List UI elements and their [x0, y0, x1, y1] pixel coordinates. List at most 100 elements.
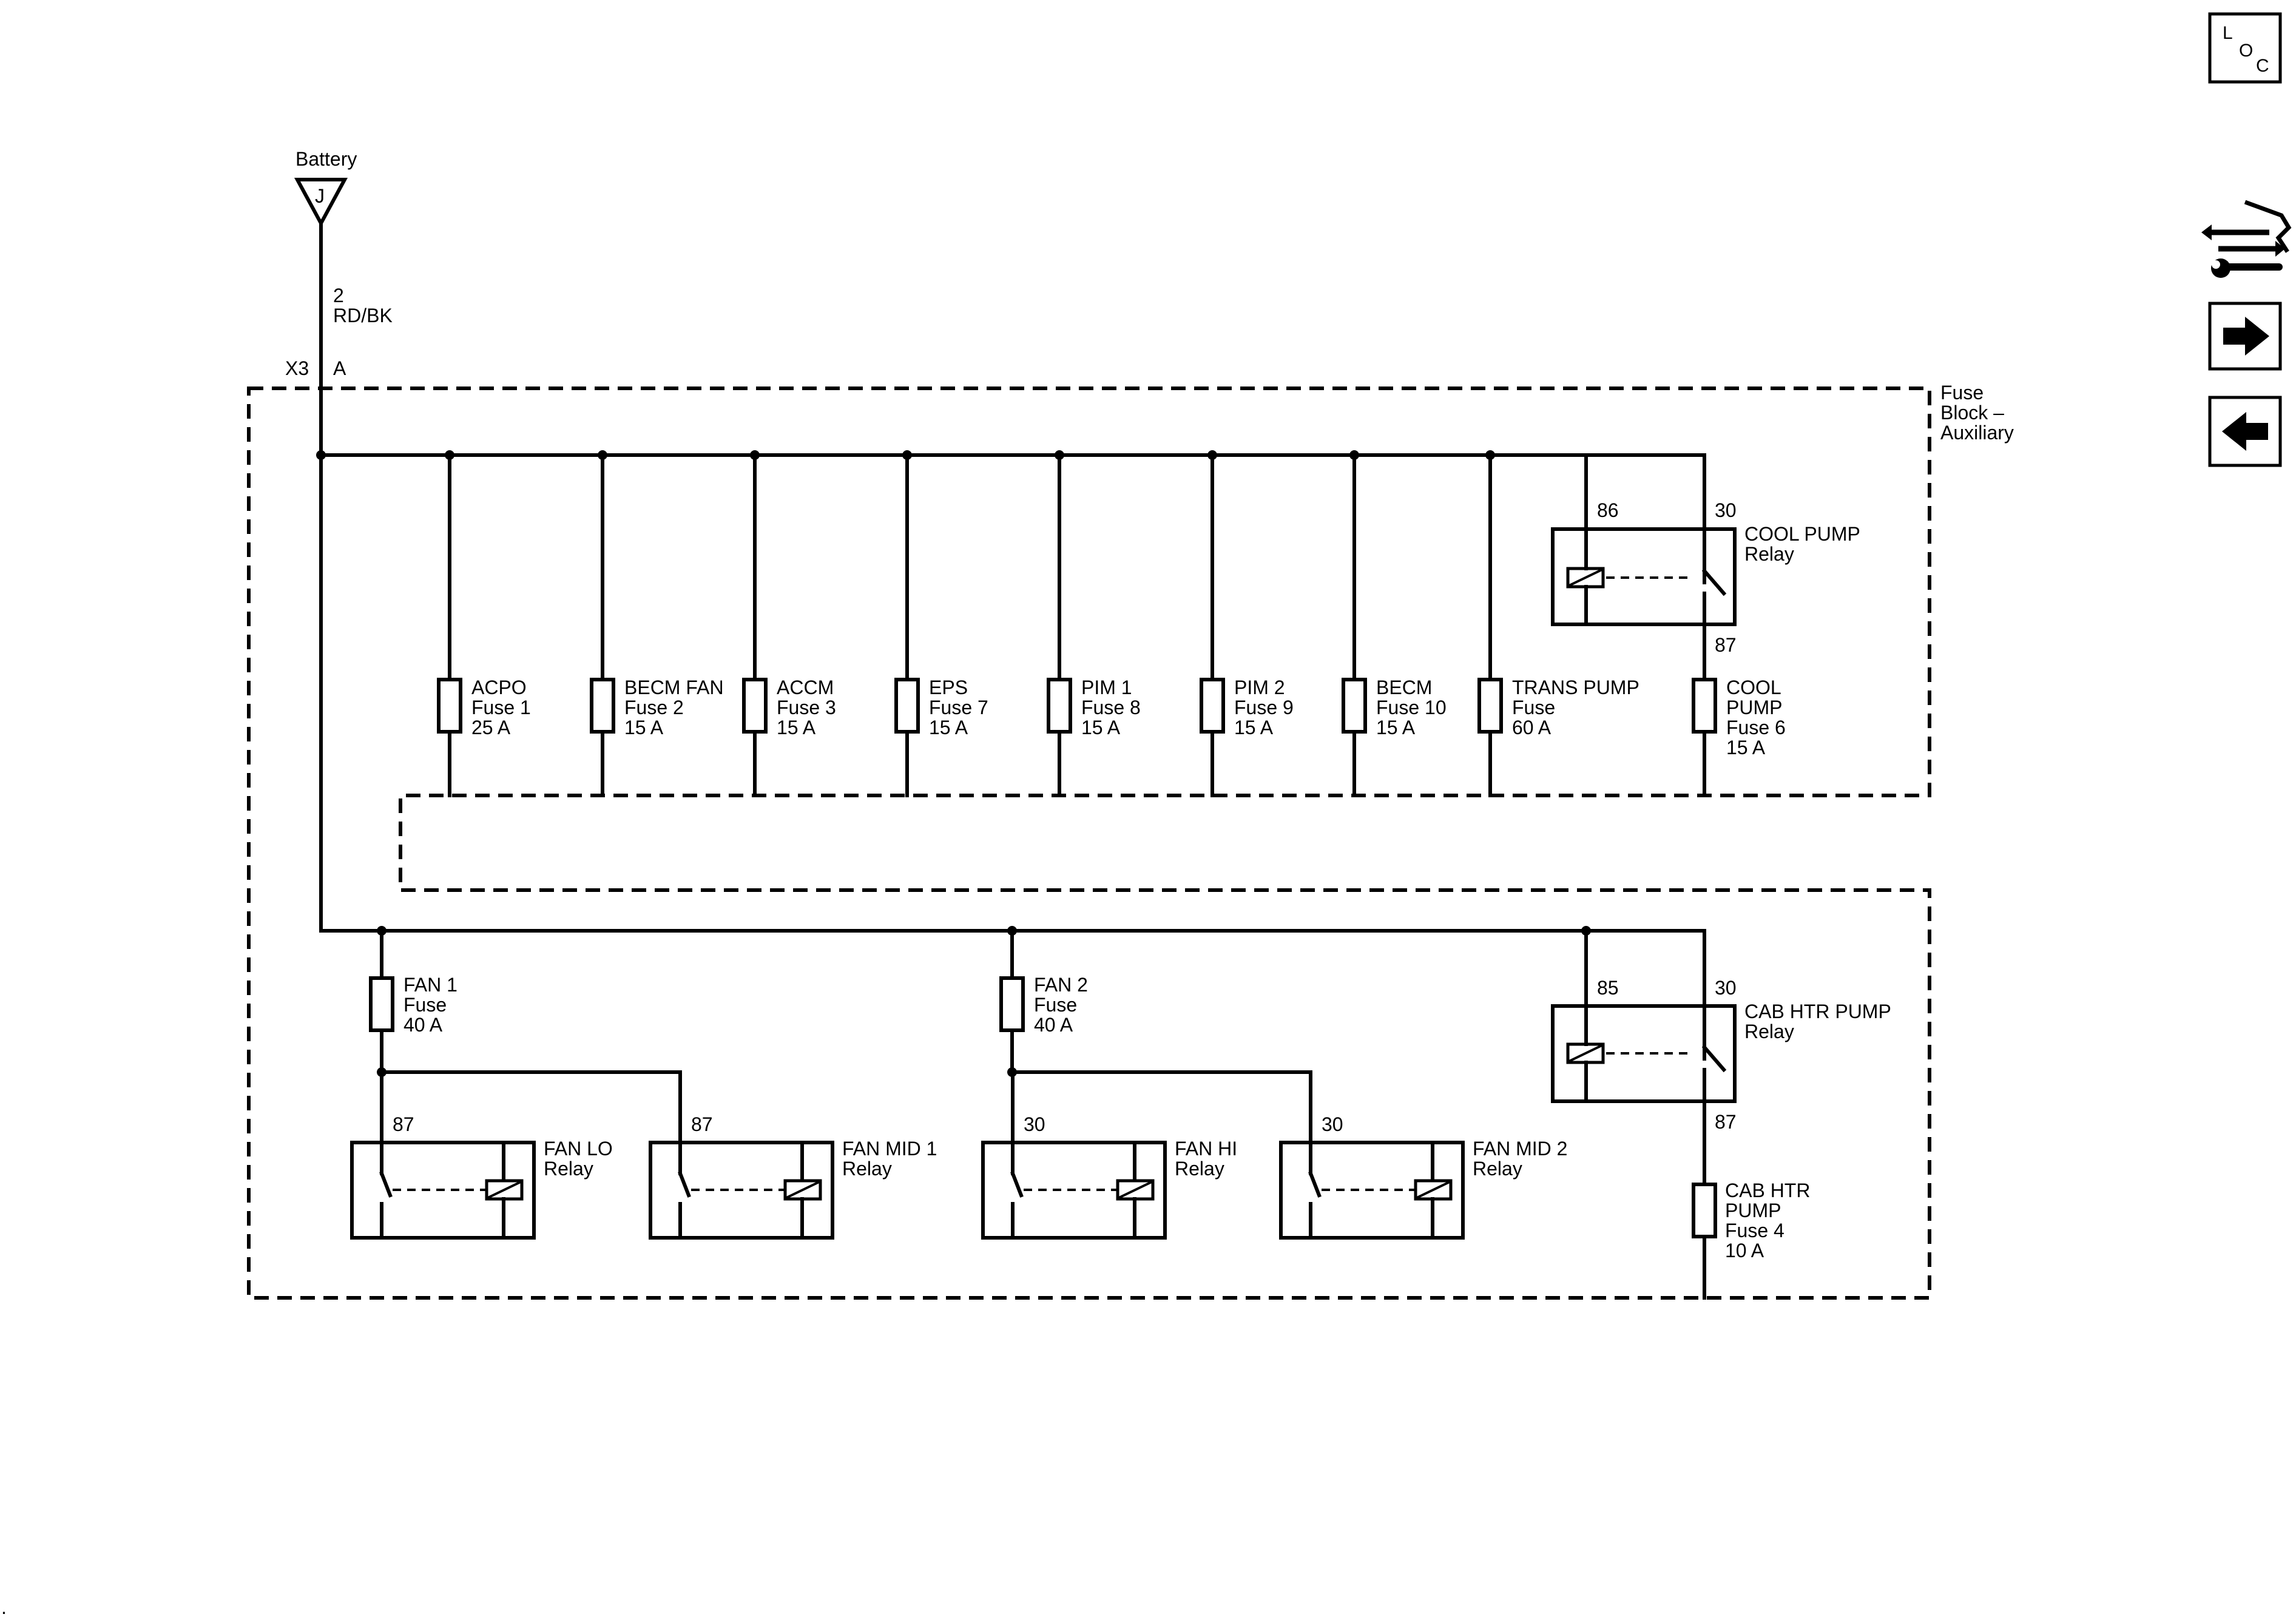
fuse-cool-pump-label-3: Fuse 6 [1726, 717, 1786, 738]
fuse-acpo-label-2: Fuse 1 [471, 697, 531, 718]
fuse-becm-label-3: 15 A [1376, 717, 1416, 738]
fuse-cool-pump-label-2: PUMP [1726, 697, 1782, 718]
cab-htr-pin-85: 85 [1597, 977, 1619, 999]
cool-pump-pin-86: 86 [1597, 499, 1619, 521]
fuse-becm-fan-label-3: 15 A [624, 717, 664, 738]
fuse-trans-pump-label-1: TRANS PUMP [1512, 677, 1639, 698]
fuse-pim2-label-3: 15 A [1234, 717, 1274, 738]
relay-fan-mid2-pin: 30 [1322, 1113, 1343, 1135]
loc-button[interactable]: L O C [2208, 12, 2282, 84]
cab-htr-pump-relay: 85 30 87 CAB HTR PUMP Relay CAB HTR PUMP… [1551, 929, 1891, 1300]
fuse-fan2-label-3: 40 A [1034, 1014, 1073, 1036]
fuse-pim1-label-2: Fuse 8 [1081, 697, 1141, 718]
fuse-acpo-label-3: 25 A [471, 717, 511, 738]
cab-htr-relay-label-2: Relay [1744, 1021, 1794, 1042]
relay-fan-mid1-label-2: Relay [842, 1158, 892, 1180]
arrow-left-icon [2222, 412, 2268, 451]
relay-fan-mid1-label-1: FAN MID 1 [842, 1138, 937, 1160]
relay-fan-mid2-label-1: FAN MID 2 [1473, 1138, 1567, 1160]
relay-fan-lo-label-1: FAN LO [544, 1138, 613, 1160]
battery-connector: Battery J [294, 148, 357, 228]
fuse-acpo-label-1: ACPO [471, 677, 527, 698]
cab-htr-pin-87: 87 [1715, 1111, 1737, 1133]
relay-fan-mid1-pin: 87 [691, 1113, 713, 1135]
cab-htr-pin-30: 30 [1715, 977, 1737, 999]
fuse-fan1-label-1: FAN 1 [403, 974, 458, 996]
relay-fan-lo-pin: 87 [393, 1113, 414, 1135]
fuse-eps-label-1: EPS [929, 677, 968, 698]
fuse-fan2-label-2: Fuse [1034, 994, 1077, 1016]
loc-letter-c: C [2256, 56, 2269, 76]
fuse-block-label-3: Auxiliary [1940, 422, 2014, 444]
cool-pump-relay-label-2: Relay [1744, 543, 1794, 565]
fuse-accm-label-3: 15 A [777, 717, 816, 738]
fuse-trans-pump-label-3: 60 A [1512, 717, 1551, 738]
terminal-label: A [333, 357, 346, 379]
fuse-pim2-label-1: PIM 2 [1234, 677, 1285, 698]
fuse-eps-label-2: Fuse 7 [929, 697, 988, 718]
fuse-block-outline [247, 387, 1931, 1300]
connector-label: X3 [285, 357, 309, 379]
cab-htr-fuse-label-1: CAB HTR [1725, 1180, 1810, 1201]
fuse-block-label-2: Block – [1940, 402, 2004, 424]
fuse-cool-pump-label-4: 15 A [1726, 737, 1766, 758]
cool-pump-pin-30: 30 [1715, 499, 1737, 521]
service-icon[interactable] [2201, 200, 2292, 278]
cab-htr-relay-label-1: CAB HTR PUMP [1744, 1001, 1891, 1022]
fuse-fan2-label-1: FAN 2 [1034, 974, 1088, 996]
loc-letter-o: O [2239, 41, 2253, 61]
arrow-right-icon [2223, 317, 2269, 356]
relay-fan-hi-pin: 30 [1024, 1113, 1045, 1135]
fuse-pim1-label-1: PIM 1 [1081, 677, 1132, 698]
fuse-accm-label-2: Fuse 3 [777, 697, 836, 718]
fuse-cool-pump-label-1: COOL [1726, 677, 1781, 698]
fuse-fan1-label-2: Fuse [403, 994, 447, 1016]
battery-pin: J [315, 185, 325, 207]
fuse-accm-label-1: ACCM [777, 677, 834, 698]
prev-page-button[interactable] [2208, 396, 2282, 467]
wire-color: RD/BK [333, 305, 393, 326]
relay-fan-hi-label-1: FAN HI [1175, 1138, 1237, 1160]
fuse-pim1-label-3: 15 A [1081, 717, 1121, 738]
relay-fan-lo-label-2: Relay [544, 1158, 593, 1180]
fuse-becm-fan-label-2: Fuse 2 [624, 697, 684, 718]
next-page-button[interactable] [2208, 302, 2282, 371]
cool-pump-relay: 86 30 87 COOL PUMP Relay [1551, 453, 1860, 681]
relay-fan-mid2-label-2: Relay [1473, 1158, 1522, 1180]
fuse-eps-label-3: 15 A [929, 717, 968, 738]
battery-label: Battery [295, 148, 357, 170]
fuse-becm-fan-label-1: BECM FAN [624, 677, 724, 698]
fuse-block-label-1: Fuse [1940, 382, 1984, 403]
cool-pump-pin-87: 87 [1715, 634, 1737, 656]
fuse-pim2-label-2: Fuse 9 [1234, 697, 1294, 718]
loc-letter-l: L [2223, 23, 2233, 43]
relay-fan-hi-label-2: Relay [1175, 1158, 1224, 1180]
cab-htr-fuse-label-4: 10 A [1725, 1240, 1764, 1261]
cool-pump-relay-label-1: COOL PUMP [1744, 523, 1860, 545]
cab-htr-fuse-label-3: Fuse 4 [1725, 1220, 1784, 1241]
cab-htr-fuse-label-2: PUMP [1725, 1200, 1781, 1221]
footer-mark: . [1, 1596, 7, 1617]
fuse-fan1-label-3: 40 A [403, 1014, 443, 1036]
circuit-number: 2 [333, 285, 344, 306]
fuse-becm-label-2: Fuse 10 [1376, 697, 1447, 718]
